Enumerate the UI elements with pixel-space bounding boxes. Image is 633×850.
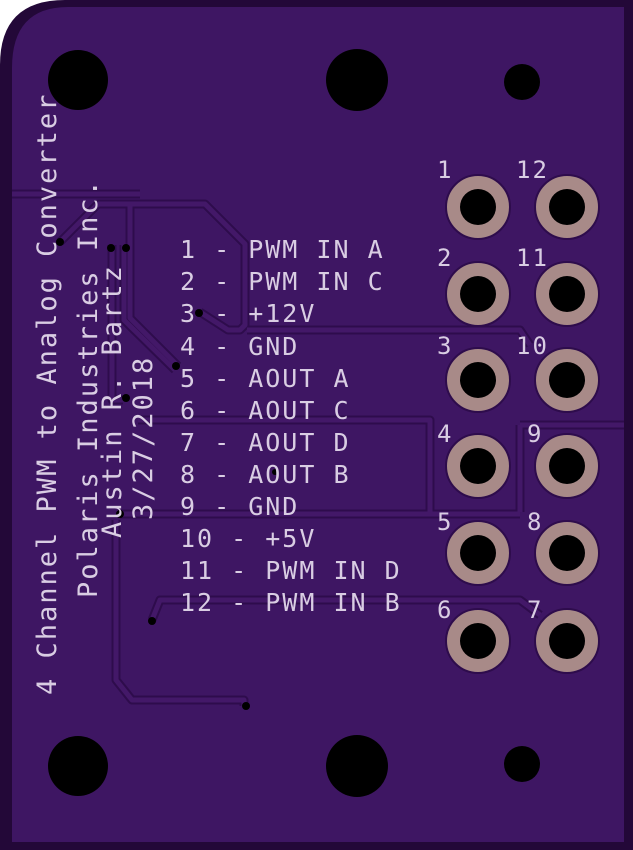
pad-label: 1	[437, 156, 453, 184]
pad-label: 6	[437, 596, 453, 624]
copper-traces	[12, 189, 624, 706]
vias	[56, 238, 278, 710]
pad-label: 8	[527, 508, 543, 536]
pad-drill-hole	[549, 623, 585, 659]
pinout-line: 12 - PWM IN B	[180, 588, 402, 617]
pinout-line: 8 - AOUT B	[180, 460, 351, 489]
pad-drill-hole	[549, 362, 585, 398]
pad-drill-hole	[549, 448, 585, 484]
pinout-legend: 1 - PWM IN A 2 - PWM IN C 3 - +12V 4 - G…	[180, 235, 402, 617]
pad-drill-hole	[460, 189, 496, 225]
pinout-line: 1 - PWM IN A	[180, 235, 385, 264]
pinout-line: 2 - PWM IN C	[180, 267, 385, 296]
pinout-line: 5 - AOUT A	[180, 364, 351, 393]
pad-label: 10	[516, 332, 549, 360]
pad-labels: 1 2 3 4 5 6 12 11 10 9 8 7	[437, 156, 549, 624]
pad-drill-hole	[460, 276, 496, 312]
pad-label: 3	[437, 332, 453, 360]
pad-label: 2	[437, 244, 453, 272]
pinout-line: 10 - +5V	[180, 524, 316, 553]
board-title: 4 Channel PWM to Analog Converter	[32, 93, 63, 695]
pad-label: 11	[516, 244, 549, 272]
pad-drill-hole	[460, 623, 496, 659]
pad-drill-hole	[460, 535, 496, 571]
board-title-block: 4 Channel PWM to Analog Converter Polari…	[32, 93, 159, 695]
mounting-holes	[48, 49, 540, 797]
pinout-line: 3 - +12V	[180, 299, 316, 328]
pinout-line: 7 - AOUT D	[180, 428, 351, 457]
company-name: Polaris Industries Inc.	[73, 178, 104, 598]
board-date: 3/27/2018	[128, 356, 159, 520]
pad-drill-hole	[549, 276, 585, 312]
pad-drill-hole	[549, 535, 585, 571]
pinout-line: 9 - GND	[180, 492, 299, 521]
pinout-line: 6 - AOUT C	[180, 396, 351, 425]
pad-label: 5	[437, 508, 453, 536]
pad-label: 4	[437, 420, 453, 448]
pad-label: 7	[527, 596, 543, 624]
pad-label: 12	[516, 156, 549, 184]
pad-drill-hole	[460, 362, 496, 398]
pad-drill-hole	[460, 448, 496, 484]
author-name: Austin R. Bartz	[97, 264, 128, 538]
pad-label: 9	[527, 420, 543, 448]
header-pads	[445, 174, 600, 674]
pinout-line: 4 - GND	[180, 332, 299, 361]
pinout-line: 11 - PWM IN D	[180, 556, 402, 585]
pad-drill-hole	[549, 189, 585, 225]
